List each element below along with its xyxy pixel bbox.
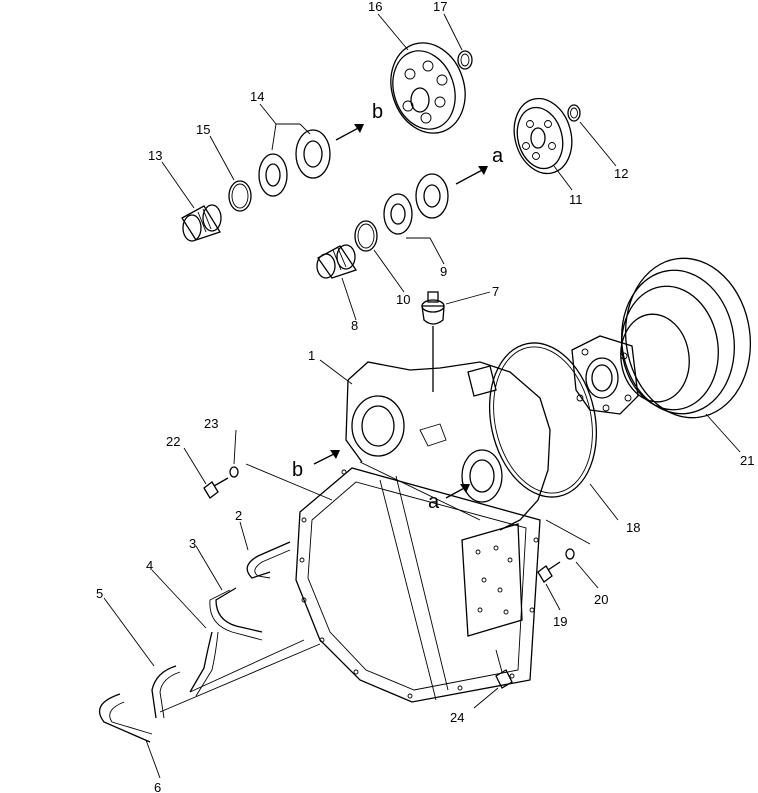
part-24-drain-plug <box>495 649 513 689</box>
part-17-snap-ring <box>457 50 473 70</box>
callout-24: 24 <box>450 710 464 725</box>
callout-10: 10 <box>396 292 410 307</box>
part-18-gasket <box>488 342 598 498</box>
part-12-snap-ring <box>567 104 581 122</box>
callout-18: 18 <box>626 520 640 535</box>
callout-23: 23 <box>204 416 218 431</box>
marker-b-lower: b <box>292 459 303 481</box>
callout-11: 11 <box>569 192 583 207</box>
callout-2: 2 <box>235 508 242 523</box>
part-1-transmission-case <box>295 361 551 703</box>
part-8-shaft <box>316 244 358 279</box>
callout-16: 16 <box>368 0 382 14</box>
part-15-snap-ring <box>228 180 252 212</box>
arrow-b-lower <box>313 450 340 465</box>
part-19-bolt <box>537 561 561 583</box>
part-13-shaft <box>181 204 222 242</box>
part-2-pipe <box>246 541 291 579</box>
callout-17: 17 <box>433 0 447 14</box>
arrow-b-upper <box>335 124 364 141</box>
part-3-pipe <box>209 587 263 641</box>
callout-4: 4 <box>146 558 153 573</box>
callout-21: 21 <box>740 453 754 468</box>
marker-a-upper: a <box>492 145 504 167</box>
part-7-breather <box>421 291 445 392</box>
part-14-bearings <box>258 129 331 197</box>
part-9-bearings <box>383 173 449 235</box>
callout-9: 9 <box>440 264 447 279</box>
part-10-snap-ring <box>354 220 378 252</box>
part-20-washer <box>565 548 575 560</box>
marker-a-lower: a <box>428 491 440 513</box>
part-22-bolt <box>203 477 229 499</box>
callout-20: 20 <box>594 592 608 607</box>
callout-8: 8 <box>351 318 358 333</box>
callout-15: 15 <box>196 122 210 137</box>
callout-1: 1 <box>308 348 315 363</box>
callout-13: 13 <box>148 148 162 163</box>
callout-12: 12 <box>614 166 628 181</box>
part-4-pipe <box>189 631 305 697</box>
part-6-pipe <box>99 693 153 743</box>
callout-14: 14 <box>250 89 264 104</box>
part-16-gear-plate <box>390 42 466 134</box>
arrow-a-lower <box>445 484 470 499</box>
marker-b-upper: b <box>372 101 383 123</box>
callout-3: 3 <box>189 536 196 551</box>
arrow-a-upper <box>455 166 488 185</box>
part-23-washer <box>229 466 239 478</box>
part-11-plate <box>513 97 573 175</box>
callout-19: 19 <box>553 614 567 629</box>
part-5-pipe <box>151 643 321 719</box>
callout-7: 7 <box>492 284 499 299</box>
callout-labels: 16 17 14 15 13 12 11 9 10 8 7 1 23 22 21… <box>96 0 754 793</box>
callout-5: 5 <box>96 586 103 601</box>
callout-6: 6 <box>154 780 161 793</box>
part-21-torque-converter <box>571 257 752 419</box>
callout-22: 22 <box>166 434 180 449</box>
leader-lines <box>103 13 741 779</box>
